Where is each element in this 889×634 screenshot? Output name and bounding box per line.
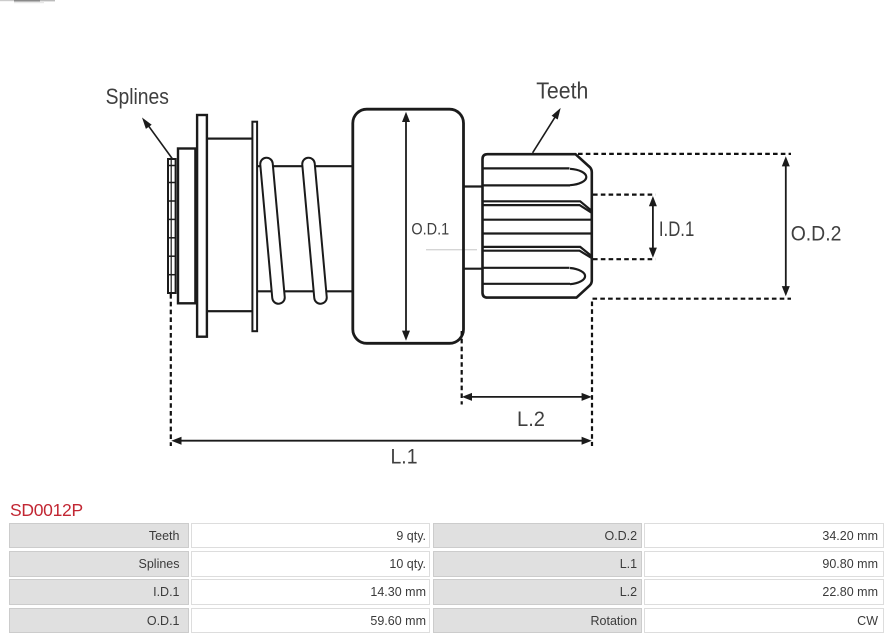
- svg-text:Splines: Splines: [106, 84, 169, 109]
- svg-text:O.D.2: O.D.2: [791, 222, 842, 246]
- svg-text:Teeth: Teeth: [536, 77, 588, 103]
- svg-text:L.2: L.2: [517, 407, 545, 431]
- svg-text:I.D.1: I.D.1: [659, 217, 694, 241]
- svg-text:O.D.1: O.D.1: [411, 219, 449, 238]
- svg-text:L.1: L.1: [391, 445, 418, 469]
